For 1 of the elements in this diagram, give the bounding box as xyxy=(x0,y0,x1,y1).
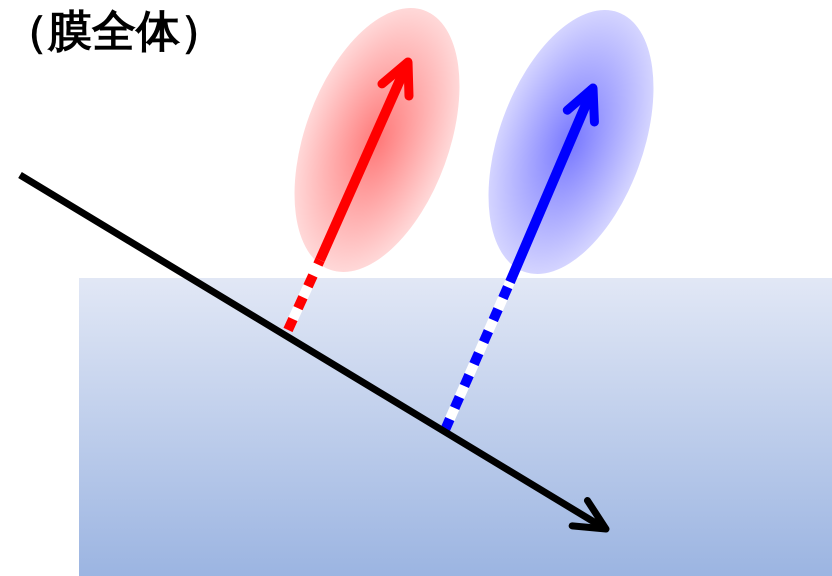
title: （膜全体） xyxy=(4,5,224,59)
